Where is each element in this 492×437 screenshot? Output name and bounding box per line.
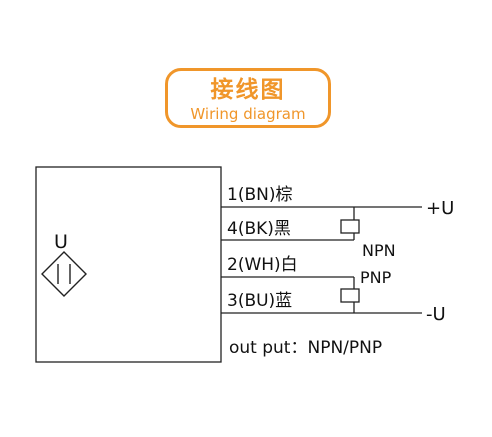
pnp-label: PNP [360,268,392,287]
wire-label-blue: 3(BU)蓝 [227,291,292,311]
wire-label-white: 2(WH)白 [227,255,298,275]
sensor-body [35,166,222,363]
title-chinese: 接线图 [210,77,286,103]
wire-label-brown: 1(BN)棕 [227,185,292,205]
terminal-positive: +U [426,198,454,219]
title-english: Wiring diagram [190,105,306,123]
output-note: out put：NPN/PNP [229,338,382,358]
pnp-load-resistor [340,288,360,303]
terminal-negative: -U [426,304,446,325]
wire-label-black: 4(BK)黑 [227,219,291,239]
npn-load-resistor [340,219,360,234]
title-box: 接线图 Wiring diagram [165,68,331,128]
sensor-label: U [54,231,68,253]
sensor-symbol-icon [41,251,87,297]
npn-label: NPN [362,241,396,260]
